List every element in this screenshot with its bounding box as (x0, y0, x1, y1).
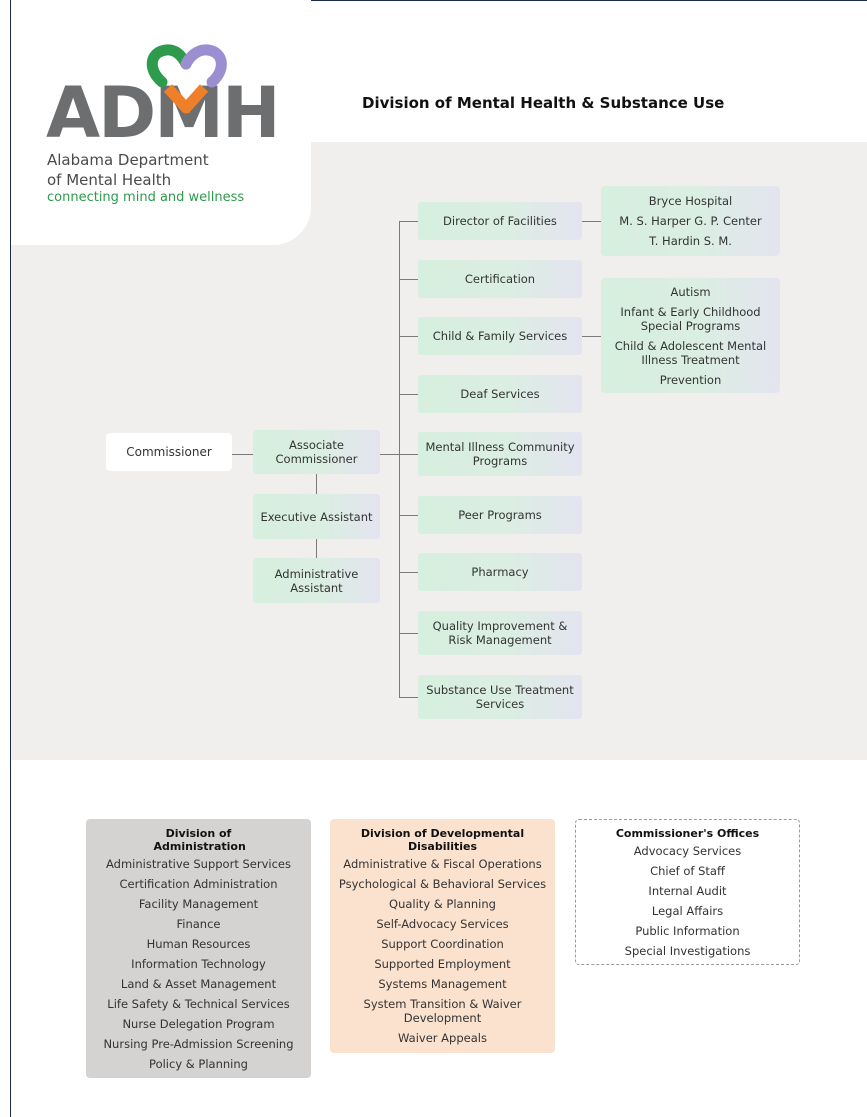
list-item: Finance (176, 917, 221, 931)
node-quality-improvement-risk-management: Quality Improvement & Risk Management (418, 611, 582, 655)
list-item: Waiver Appeals (398, 1031, 487, 1045)
logo-tagline: connecting mind and wellness (47, 190, 245, 205)
panel-heading: Commissioner's Offices (615, 827, 760, 840)
node-commissioner: Commissioner (106, 433, 232, 471)
list-item: Support Coordination (381, 937, 504, 951)
page-frame-top (10, 0, 867, 1)
list-item: Autism (670, 284, 711, 299)
connector-branch (399, 697, 418, 698)
node-executive-assistant: Executive Assistant (253, 494, 380, 539)
connector-branch (399, 454, 418, 455)
division-administration-panel: Division of Administration Administrativ… (86, 819, 311, 1078)
list-item: Life Safety & Technical Services (107, 997, 290, 1011)
facilities-list: Bryce Hospital M. S. Harper G. P. Center… (601, 186, 780, 256)
logo-org-line-2: of Mental Health (47, 171, 172, 189)
connector-child-family-list (582, 336, 601, 337)
heart-link-icon (146, 44, 227, 114)
node-child-family-services: Child & Family Services (418, 317, 582, 355)
node-certification: Certification (418, 260, 582, 298)
connector-branch (399, 221, 418, 222)
connector-branch (399, 279, 418, 280)
page-frame-left (10, 0, 11, 1117)
list-item: Nurse Delegation Program (122, 1017, 275, 1031)
panel-heading: Division of Developmental Disabilities (360, 827, 525, 853)
list-item: Special Investigations (624, 944, 751, 958)
connector-associate-trunk (380, 454, 400, 455)
list-item: Supported Employment (374, 957, 511, 971)
list-item: Human Resources (146, 937, 251, 951)
list-item: Infant & Early Childhood Special Program… (620, 304, 761, 333)
list-item: Land & Asset Management (120, 977, 277, 991)
node-director-of-facilities: Director of Facilities (418, 202, 582, 240)
list-item: Legal Affairs (651, 904, 724, 918)
list-item: Public Information (635, 924, 740, 938)
node-administrative-assistant: Administrative Assistant (253, 558, 380, 603)
connector-branch (399, 572, 418, 573)
node-deaf-services: Deaf Services (418, 375, 582, 413)
list-item: Psychological & Behavioral Services (338, 877, 547, 891)
logo-org-line-1: Alabama Department (47, 151, 209, 169)
list-item: T. Hardin S. M. (649, 234, 732, 248)
connector-associate-executive (316, 474, 317, 494)
list-item: Information Technology (131, 957, 266, 971)
division-developmental-disabilities-panel: Division of Developmental Disabilities A… (330, 819, 555, 1053)
node-pharmacy: Pharmacy (418, 553, 582, 591)
connector-branch (399, 336, 418, 337)
list-item: Advocacy Services (633, 844, 742, 858)
connector-trunk (399, 221, 400, 698)
list-item: Internal Audit (648, 884, 727, 898)
list-item: Administrative & Fiscal Operations (343, 857, 542, 871)
list-item: Quality & Planning (389, 897, 496, 911)
list-item: Facility Management (138, 897, 259, 911)
page-title: Division of Mental Health & Substance Us… (362, 94, 725, 112)
list-item: Child & Adolescent Mental Illness Treatm… (614, 338, 767, 367)
list-item: Systems Management (378, 977, 507, 991)
logo-wordmark: ADMH (46, 72, 281, 154)
connector-branch (399, 515, 418, 516)
list-item: Prevention (659, 372, 722, 387)
commissioners-offices-panel: Commissioner's Offices Advocacy Services… (575, 819, 800, 965)
connector-branch (399, 633, 418, 634)
panel-heading: Division of Administration (153, 827, 246, 853)
logo-card (11, 0, 311, 245)
child-family-programs-list: Autism Infant & Early Childhood Special … (601, 278, 780, 393)
list-item: Certification Administration (119, 877, 278, 891)
list-item: M. S. Harper G. P. Center (619, 214, 762, 228)
connector-branch (399, 394, 418, 395)
node-substance-use-treatment-services: Substance Use Treatment Services (418, 675, 582, 719)
list-item: Self-Advocacy Services (376, 917, 509, 931)
connector-commissioner-associate (232, 454, 254, 455)
list-item: System Transition & Waiver Development (363, 997, 522, 1025)
list-item: Chief of Staff (650, 864, 725, 878)
node-mental-illness-community-programs: Mental Illness Community Programs (418, 432, 582, 476)
list-item: Bryce Hospital (648, 194, 733, 208)
list-item: Nursing Pre-Admission Screening (103, 1037, 294, 1051)
node-associate-commissioner: Associate Commissioner (253, 430, 380, 474)
list-item: Administrative Support Services (106, 857, 291, 871)
connector-executive-administrative (316, 539, 317, 558)
connector-facilities-list (582, 221, 601, 222)
list-item: Policy & Planning (149, 1057, 248, 1071)
node-peer-programs: Peer Programs (418, 496, 582, 534)
